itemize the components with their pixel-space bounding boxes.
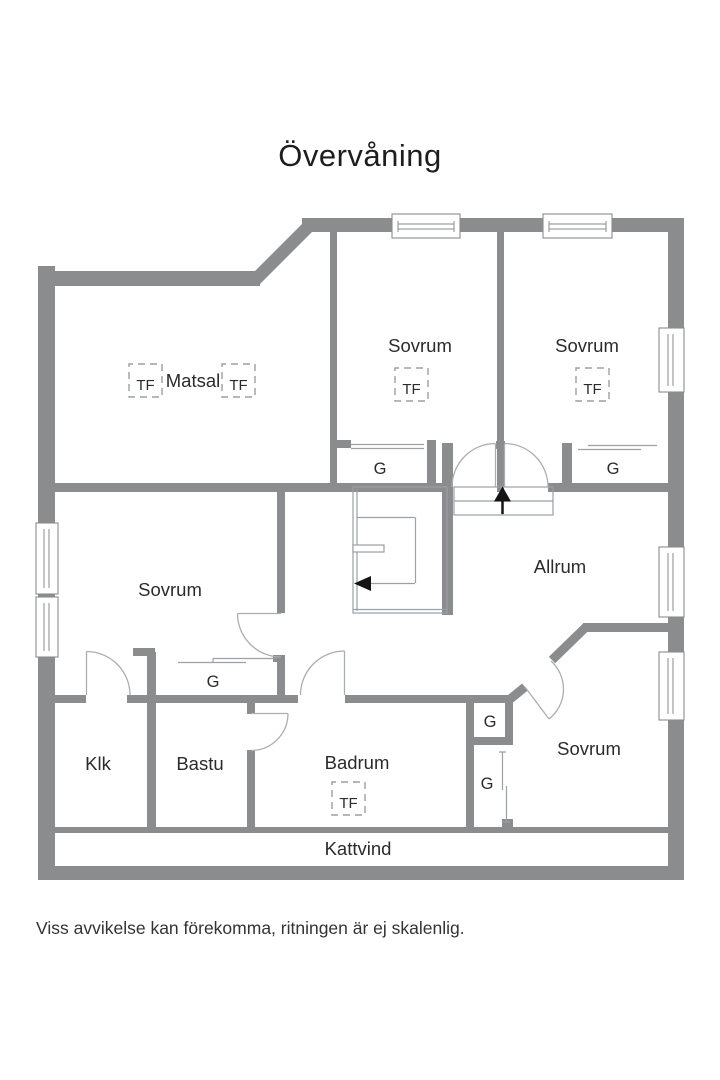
window-top-bedroom2 [542, 213, 613, 239]
hinge-block [496, 441, 505, 449]
skylight-matsal-right: TF [221, 363, 256, 398]
closet2-shelf [578, 444, 657, 451]
wall-matsal-top [38, 271, 260, 286]
door-bastu [250, 712, 289, 752]
skylight-badrum: TF [331, 781, 366, 816]
skylight-label: TF [339, 795, 357, 812]
wall-diagonal-top-left [240, 218, 326, 286]
wall-sovrumleft-east-upper [277, 492, 285, 613]
closet1-shelf [351, 443, 424, 450]
door-sovrum-left [236, 612, 282, 658]
staircase [352, 486, 554, 614]
window-top-bedroom1 [391, 213, 461, 239]
wall-alcove-east-cap [273, 655, 285, 662]
wall-badrum-east [466, 703, 474, 827]
skylight-label: TF [402, 381, 420, 398]
stairs-up-arrow-icon [494, 486, 511, 502]
door-bedroom2 [503, 442, 549, 488]
wall-diagonal-sovrum-a [548, 623, 590, 664]
wall-allrum-sovrum [583, 623, 668, 632]
wall-matsal-bedroom1 [330, 230, 337, 485]
wall-top [302, 218, 668, 232]
wall-corridor-lower-b [127, 695, 298, 703]
skylight-sovrum-top-middle: TF [394, 367, 429, 402]
room-labels: Matsal Sovrum Sovrum Sovrum Allrum Sovru… [85, 335, 621, 859]
skylight-matsal-left: TF [128, 363, 163, 398]
wall-bedrooms-center [497, 230, 504, 492]
wardrobe-label-bedroom2: G [607, 460, 620, 478]
wardrobe-symbols [178, 443, 657, 823]
window-right-allrum [658, 546, 685, 618]
closet1-left-cap [337, 440, 351, 448]
wall-corridor-lower-c [345, 695, 512, 703]
door-bedroom1 [451, 442, 497, 488]
wall-klk-bastu-cap [133, 648, 155, 656]
door-sovrum-bottom [524, 660, 565, 720]
wardrobe-label-upper-closet: G [484, 713, 497, 731]
wall-g1-bottom [473, 737, 513, 745]
wall-alcove-east [277, 657, 285, 695]
interior-walls [38, 230, 668, 833]
room-label-kattvind: Kattvind [325, 838, 392, 859]
closet1-right-wall [427, 440, 436, 487]
g2-sliding-doors [499, 751, 510, 823]
wall-g2-bottom-cap [502, 819, 513, 828]
room-label-matsal: Matsal [166, 370, 221, 391]
wall-corridor-lower-a [38, 695, 86, 703]
wall-kattvind-top [55, 827, 668, 833]
room-label-allrum: Allrum [534, 556, 586, 577]
wall-corridor-upper-right [548, 483, 668, 492]
door-klk [85, 650, 131, 696]
room-label-sovrum-bottom: Sovrum [557, 738, 621, 759]
wall-bottom [38, 866, 684, 880]
wall-diagonal-sovrum-b [506, 683, 528, 704]
window-right-bedroom2 [658, 327, 685, 393]
wall-klk-bastu [147, 652, 156, 827]
disclaimer-text: Viss avvikelse kan förekomma, ritningen … [36, 918, 465, 938]
room-label-bastu: Bastu [176, 753, 223, 774]
window-left-lower [35, 596, 59, 658]
room-label-badrum: Badrum [325, 752, 390, 773]
alcove-sliding-doors [178, 657, 277, 664]
floor-title: Övervåning [278, 138, 442, 173]
door-badrum [299, 650, 346, 696]
doors [85, 442, 565, 752]
closet2-left-wall [562, 443, 572, 490]
wardrobe-label-bedroom1: G [374, 460, 387, 478]
stairs-winder [357, 516, 417, 585]
room-label-sovrum-top-right: Sovrum [555, 335, 619, 356]
wall-corridor-upper-left [38, 483, 452, 492]
room-label-sovrum-top-middle: Sovrum [388, 335, 452, 356]
wardrobe-label-lower-closet: G [481, 775, 494, 793]
wardrobe-label-alcove: G [207, 673, 220, 691]
room-label-sovrum-left: Sovrum [138, 579, 202, 600]
skylight-label: TF [583, 381, 601, 398]
wall-bastu-east-lower [247, 750, 255, 827]
window-right-sovrum [658, 651, 685, 721]
stairs-down-arrow-icon [354, 576, 371, 591]
window-left-upper [35, 522, 59, 595]
skylight-sovrum-top-right: TF [575, 367, 610, 402]
windows [35, 213, 685, 721]
wall-g1-east [505, 697, 513, 745]
wardrobe-labels: G G G G G [207, 460, 620, 793]
skylight-label: TF [136, 377, 154, 394]
skylights: TF TF TF TF TF [128, 363, 610, 816]
room-label-klk: Klk [85, 753, 111, 774]
skylight-label: TF [229, 377, 247, 394]
wall-bastu-east-upper [247, 703, 255, 714]
stairs-handrail [352, 544, 385, 553]
